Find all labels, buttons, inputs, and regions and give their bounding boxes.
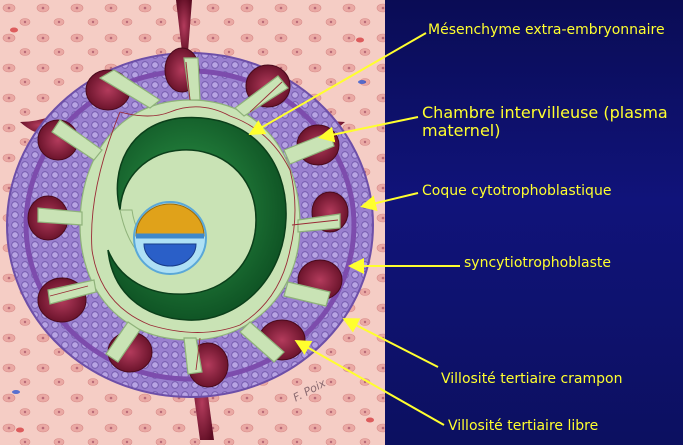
chorionic-cavity [107,116,287,321]
label-intervillous-chamber: Chambre intervilleuse (plasma maternel) [422,103,683,141]
placenta-illustration [0,0,385,445]
label-cytotrophoblastic-shell: Coque cytotrophoblastique [422,183,612,199]
yolk-sac [135,203,205,237]
label-intervillous-chamber-text: Chambre intervilleuse (plasma maternel) [422,103,668,141]
label-syncytiotrophoblast: syncytiotrophoblaste [464,255,611,271]
label-mesenchyme: Mésenchyme extra-embryonnaire [428,22,665,38]
embryonic-disc [133,201,207,275]
amniotic-cavity [143,243,197,267]
label-anchoring-villus: Villosité tertiaire crampon [441,371,623,387]
label-free-villus: Villosité tertiaire libre [448,418,599,434]
